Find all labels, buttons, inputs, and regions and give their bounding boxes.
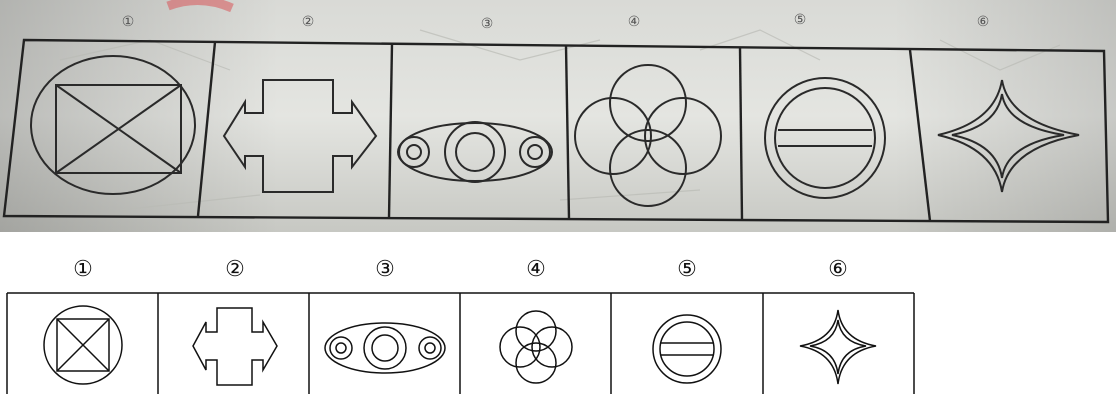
figure-label-4: ④	[526, 257, 546, 282]
figure-label-1: ①	[73, 257, 93, 282]
photo-label-4: ④	[628, 14, 641, 30]
figure-label-6: ⑥	[828, 257, 848, 282]
photo-panel: ① ② ③ ④ ⑤ ⑥	[0, 0, 1116, 232]
figure-4	[500, 311, 572, 383]
photo-label-6: ⑥	[977, 14, 990, 30]
figure-panel: ① ② ③ ④ ⑤ ⑥	[0, 244, 1116, 394]
paper-shading	[0, 0, 1116, 232]
figure-label-3: ③	[375, 257, 395, 282]
photo-label-3: ③	[481, 16, 494, 32]
photo-label-2: ②	[302, 14, 315, 30]
figure-table	[7, 293, 914, 394]
figure-3	[325, 323, 445, 373]
figure-label-2: ②	[225, 257, 245, 282]
figure-1	[44, 306, 122, 384]
photo-label-1: ①	[122, 14, 135, 30]
photo-label-5: ⑤	[794, 12, 807, 28]
figure-5	[653, 315, 721, 383]
figure-label-5: ⑤	[677, 257, 697, 282]
figure-2	[193, 308, 277, 385]
figure-6	[800, 310, 876, 384]
